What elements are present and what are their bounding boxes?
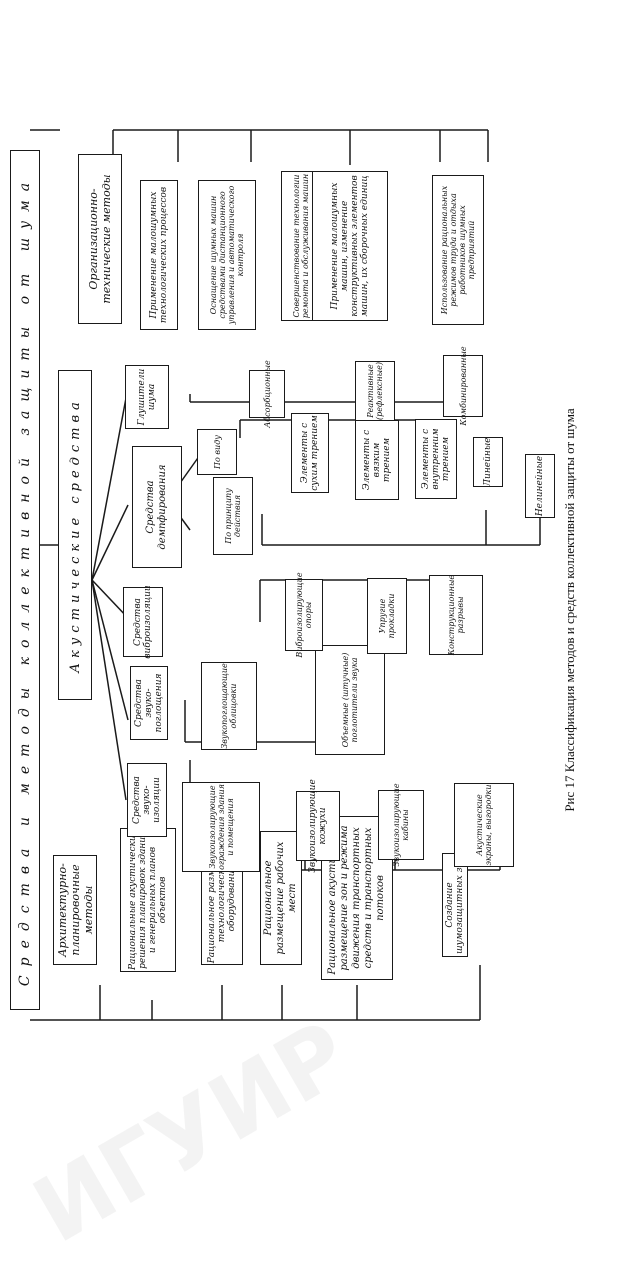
connector-line	[91, 397, 127, 581]
arch-methods-title: Архитектурно-планировочные методы	[55, 863, 95, 957]
org-item-4: Применение малошумных машин, изменение к…	[312, 171, 388, 321]
connector-line	[91, 579, 129, 619]
damping-by-type: По виду	[197, 429, 237, 475]
acoustic-means-box: Акустические средства	[58, 370, 92, 700]
damping-item-5: Нелинейные	[525, 454, 555, 518]
vibration-item-2: Упругие прокладки	[367, 578, 407, 654]
group-sound-absorption: Средства звуко-поглощения	[130, 666, 168, 740]
group-sound-insulation: Средства звуко-изоляции	[127, 763, 167, 837]
insulation-item-2: Звукоизолирующие кожухи	[296, 779, 340, 873]
figure-caption: Рис 17 Классификация методов и средств к…	[562, 408, 577, 812]
group-damping: Средства демпфирования	[132, 446, 182, 568]
absorption-item-1: Звукопоглощающие облицовки	[201, 662, 257, 750]
arch-item-1: Рациональные акустические решения планир…	[120, 828, 176, 972]
connector-line	[91, 579, 129, 721]
damping-by-principle: По принципу действия	[213, 477, 253, 555]
insulation-item-3: Звукоизолирующие кабины	[378, 783, 424, 867]
diagram-page: ИГУИР Средства и методы коллективной защ…	[10, 129, 580, 1264]
header-box: Средства и методы коллективной защиты от…	[10, 150, 40, 1010]
org-item-2: Оснащение шумных машин средствами дистан…	[198, 180, 256, 330]
vibration-item-1: Виброизолирующие опоры	[285, 572, 323, 658]
arch-item-5: Создание шумозащитных зон	[442, 853, 468, 957]
group-silencers: Глушители шума	[125, 365, 169, 429]
group-vibration-isolation: Средства виброизоляции	[123, 585, 163, 659]
vibration-item-3: Конструкционные разрывы	[429, 575, 483, 655]
org-methods-box: Организационно-технические методы	[78, 154, 122, 324]
connector-line	[91, 579, 127, 801]
damping-item-2: Элементы с вязким трением	[355, 420, 399, 500]
insulation-item-4: Акустические экраны, выгородки	[454, 783, 514, 867]
org-item-1: Применение малошумных технологических пр…	[140, 180, 178, 330]
connector-line	[91, 504, 129, 581]
silencer-item-1: Абсорбционные	[249, 360, 285, 428]
silencer-item-3: Комбинированные	[443, 346, 483, 426]
absorption-item-2: Объемные (штучные) поглотители звука	[315, 645, 385, 755]
acoustic-means-title: Акустические средства	[67, 397, 83, 673]
arch-methods-box: Архитектурно-планировочные методы	[53, 855, 97, 965]
damping-item-3: Элементы с внутренним трением	[415, 419, 457, 499]
org-item-5: Использование рациональных режимов труда…	[432, 175, 484, 325]
figure-caption-wrap: Рис 17 Классификация методов и средств к…	[560, 290, 580, 930]
damping-item-4: Линейные	[473, 437, 503, 487]
insulation-item-1: Звукоизолирующие ограждения здания и пом…	[182, 782, 260, 872]
silencer-item-2: Реактивные (рефлексные)	[355, 361, 395, 421]
org-methods-title: Организационно-технические методы	[87, 174, 113, 304]
damping-item-1: Элементы с сухим трением	[291, 413, 329, 493]
header-title: Средства и методы коллективной защиты от…	[17, 173, 33, 987]
